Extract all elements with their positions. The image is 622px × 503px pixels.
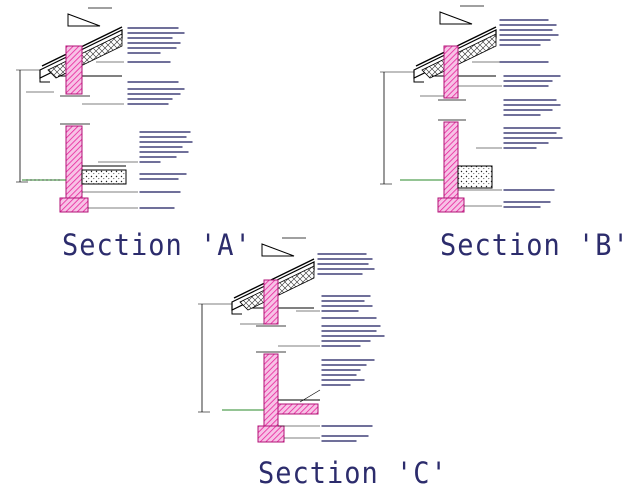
section-c-detail	[198, 237, 385, 443]
floor-slab-a	[81, 169, 127, 185]
roof-pitch-triangle-icon	[439, 5, 484, 25]
dimension-vertical-b	[380, 71, 414, 185]
wall-upper-c	[263, 279, 279, 325]
section-a-detail	[16, 7, 193, 213]
notes-a	[127, 27, 193, 209]
notes-c	[317, 253, 385, 442]
wall-lower-c	[263, 353, 279, 427]
leader-arrow-icon	[82, 61, 138, 209]
wall-upper-b	[443, 45, 459, 99]
footing-b	[437, 197, 465, 213]
dimension-vertical-c	[198, 303, 232, 413]
footing-a	[59, 197, 89, 213]
leader-arrow-icon	[278, 310, 321, 439]
wall-lower-a	[65, 125, 83, 199]
wall-upper-a	[65, 45, 83, 95]
notes-b	[499, 19, 563, 208]
roof-pitch-triangle-icon	[67, 7, 112, 27]
footing-c	[257, 425, 285, 443]
wall-lower-b	[443, 121, 459, 199]
leader-arrow-icon	[458, 61, 502, 207]
floor-slab-b	[457, 165, 493, 189]
section-b-title: Section 'B'	[440, 228, 622, 263]
dimension-vertical-a	[16, 69, 40, 183]
roof-pitch-triangle-icon	[261, 237, 306, 257]
section-a-title: Section 'A'	[62, 228, 252, 263]
slab-c	[277, 403, 319, 415]
section-c-title: Section 'C'	[258, 456, 448, 491]
section-b-detail	[380, 5, 563, 213]
